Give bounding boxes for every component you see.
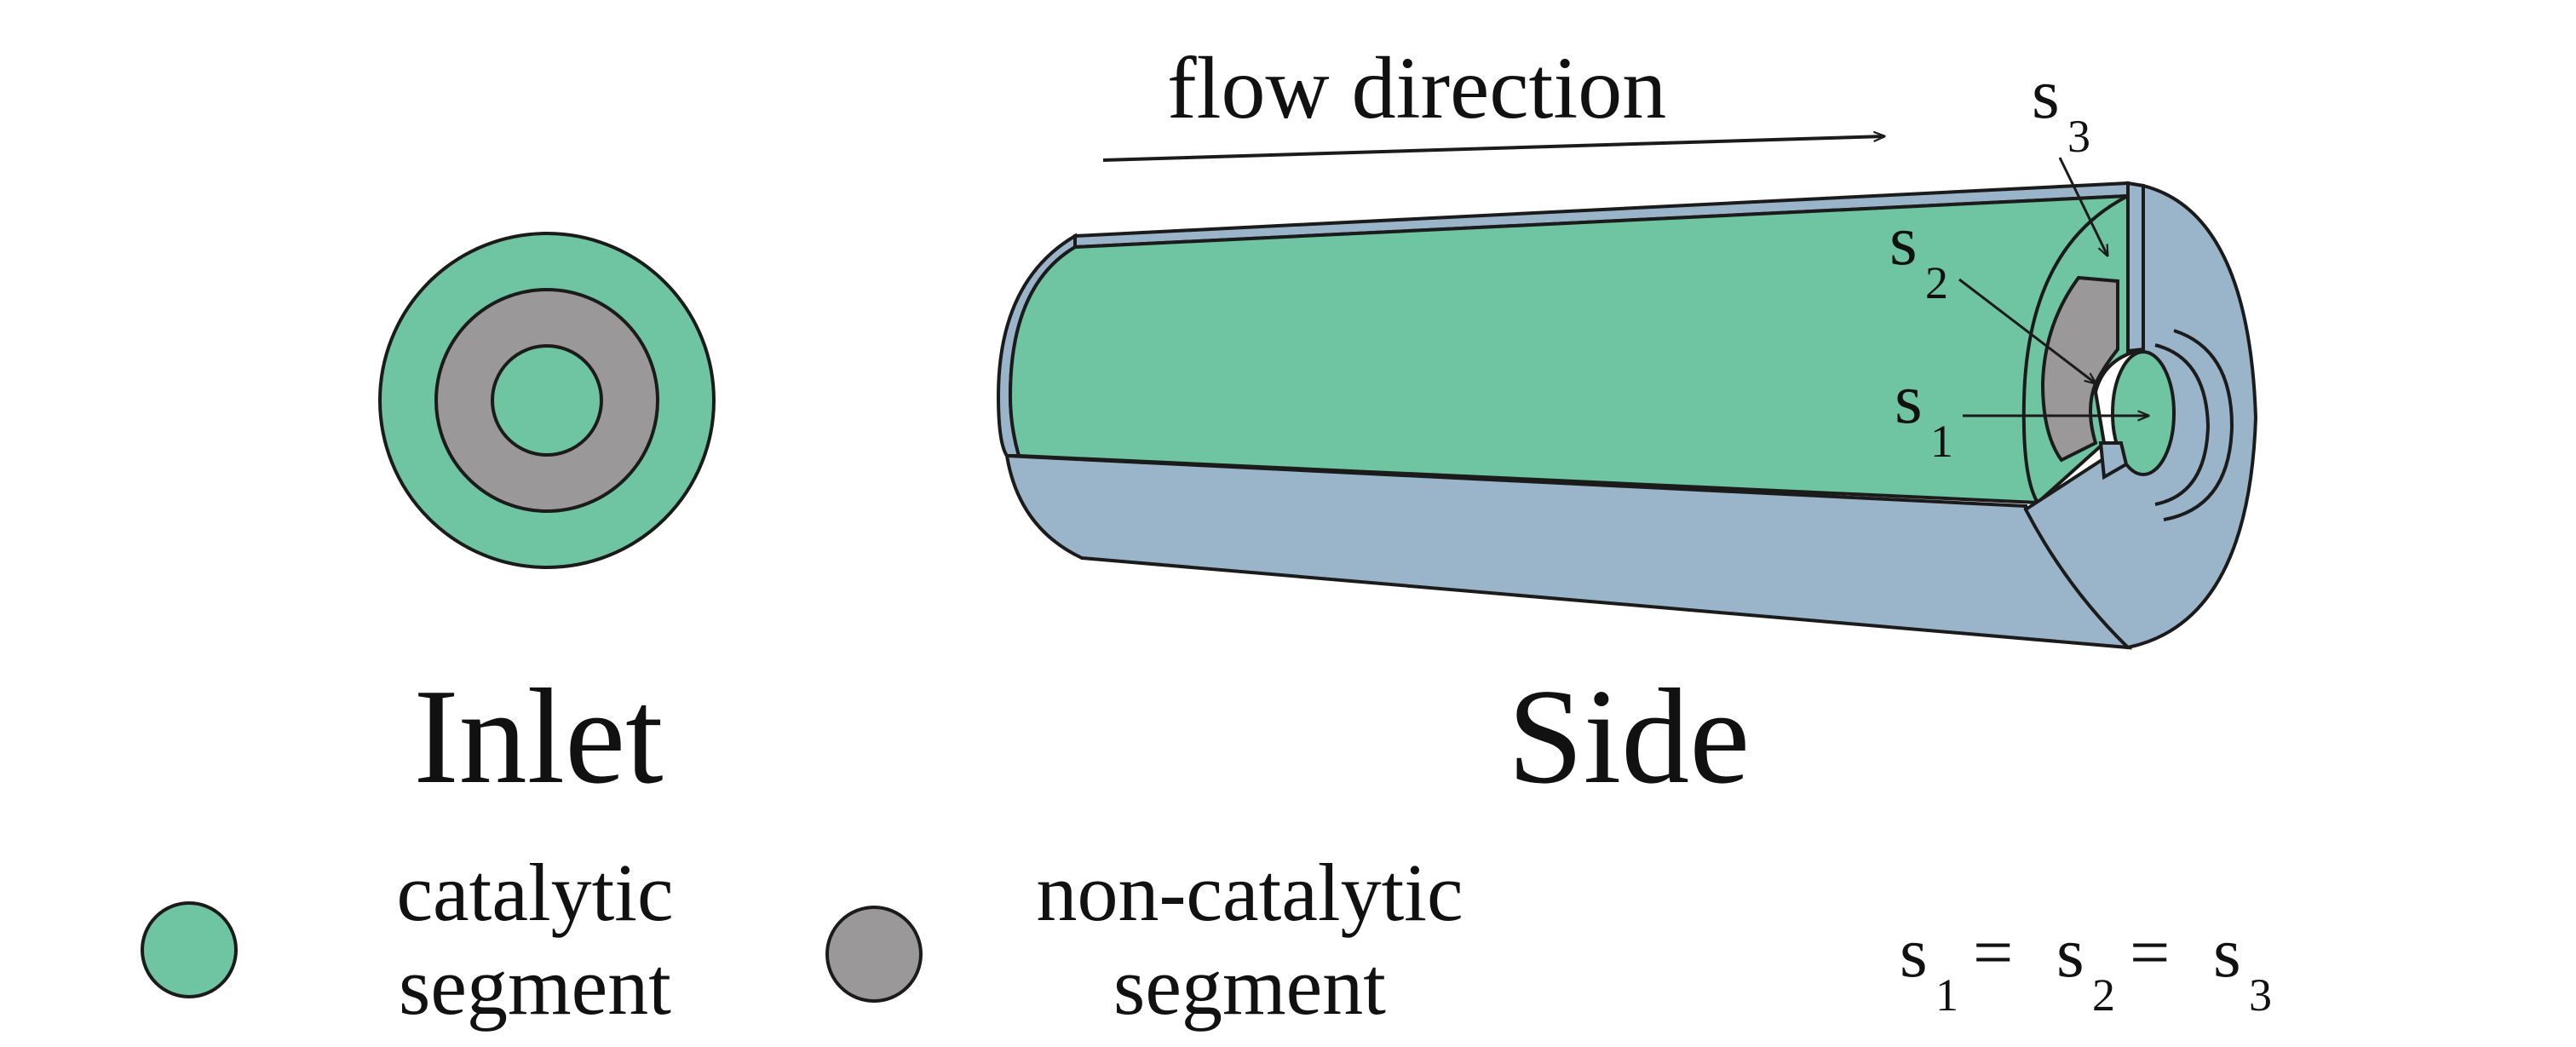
svg-text:=: = xyxy=(1973,913,2013,992)
svg-text:2: 2 xyxy=(2092,969,2115,1021)
side-end-face-arc-s3 xyxy=(2021,194,2129,504)
svg-text:s: s xyxy=(1900,913,1928,992)
flow-direction-arrow xyxy=(1102,136,1884,162)
svg-text:s: s xyxy=(1889,201,1918,280)
inlet-view xyxy=(378,232,716,569)
legend-catalytic-line2: segment xyxy=(399,941,671,1032)
inlet-inner-core xyxy=(491,344,603,457)
segment-label-s3: s 3 xyxy=(2032,55,2090,162)
legend-non-catalytic-line2: segment xyxy=(1113,941,1386,1032)
segment-equality-equation: s 1 = s 2 = s 3 xyxy=(1900,913,2272,1021)
svg-text:s: s xyxy=(2032,55,2060,134)
s3-pointer-arrow xyxy=(2058,157,2107,256)
legend-catalytic-line1: catalytic xyxy=(396,847,673,938)
side-catalytic-surface xyxy=(1008,194,2145,505)
s2-pointer-arrow xyxy=(1958,278,2096,383)
legend-non-catalytic: non-catalytic segment xyxy=(825,847,1463,1032)
svg-text:=: = xyxy=(2130,913,2170,992)
side-inner-step xyxy=(2154,343,2211,506)
side-view xyxy=(996,181,2258,650)
inlet-title: Inlet xyxy=(413,660,663,812)
legend-non-catalytic-swatch xyxy=(825,906,923,1003)
svg-text:1: 1 xyxy=(1935,969,1958,1021)
legend-catalytic-swatch xyxy=(141,901,238,998)
svg-text:2: 2 xyxy=(1925,257,1948,308)
legend-catalytic: catalytic segment xyxy=(141,847,674,1032)
svg-text:3: 3 xyxy=(2249,969,2272,1021)
side-cut-step xyxy=(2098,441,2129,480)
side-wall-slit xyxy=(2126,181,2145,354)
side-title: Side xyxy=(1508,660,1750,812)
side-end-face xyxy=(2023,183,2258,650)
segment-label-s2: s 2 xyxy=(1889,201,1948,308)
svg-text:s: s xyxy=(2213,913,2241,992)
legend-non-catalytic-line1: non-catalytic xyxy=(1036,847,1463,938)
side-inner-step-2 xyxy=(2163,329,2234,521)
svg-text:3: 3 xyxy=(2067,111,2090,162)
svg-text:1: 1 xyxy=(1930,416,1953,467)
segment-label-s1: s 1 xyxy=(1895,360,1953,467)
svg-text:s: s xyxy=(1895,360,1923,439)
svg-text:s: s xyxy=(2056,913,2084,992)
flow-direction-label: flow direction xyxy=(1167,39,1666,137)
